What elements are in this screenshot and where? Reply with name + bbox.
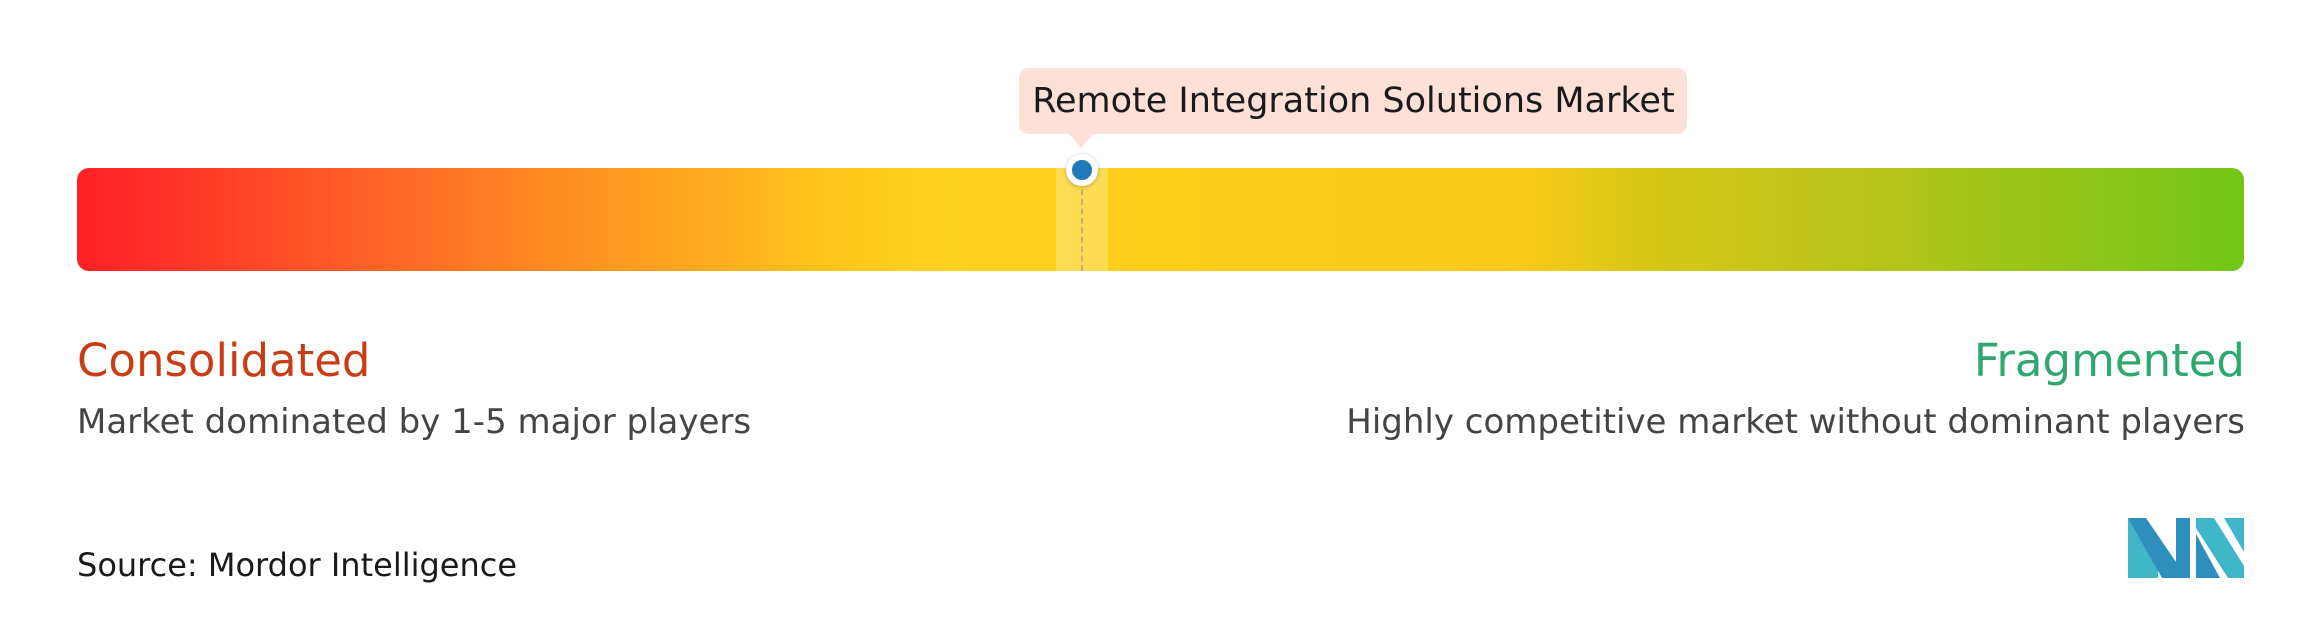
source-text: Source: Mordor Intelligence — [77, 546, 518, 584]
fragmented-description: Highly competitive market without domina… — [1346, 402, 2245, 442]
mordor-intelligence-logo-icon — [2128, 518, 2244, 578]
consolidated-title: Consolidated — [77, 334, 371, 387]
concentration-gauge-bar — [77, 168, 2244, 271]
fragmented-title: Fragmented — [1973, 334, 2245, 387]
consolidated-description: Market dominated by 1-5 major players — [77, 402, 752, 442]
market-marker-tooltip: Remote Integration Solutions Market — [1019, 68, 1688, 148]
position-marker-icon — [1066, 154, 1099, 186]
marker-dashed-line — [1081, 180, 1084, 271]
market-marker-label: Remote Integration Solutions Market — [1032, 81, 1675, 121]
